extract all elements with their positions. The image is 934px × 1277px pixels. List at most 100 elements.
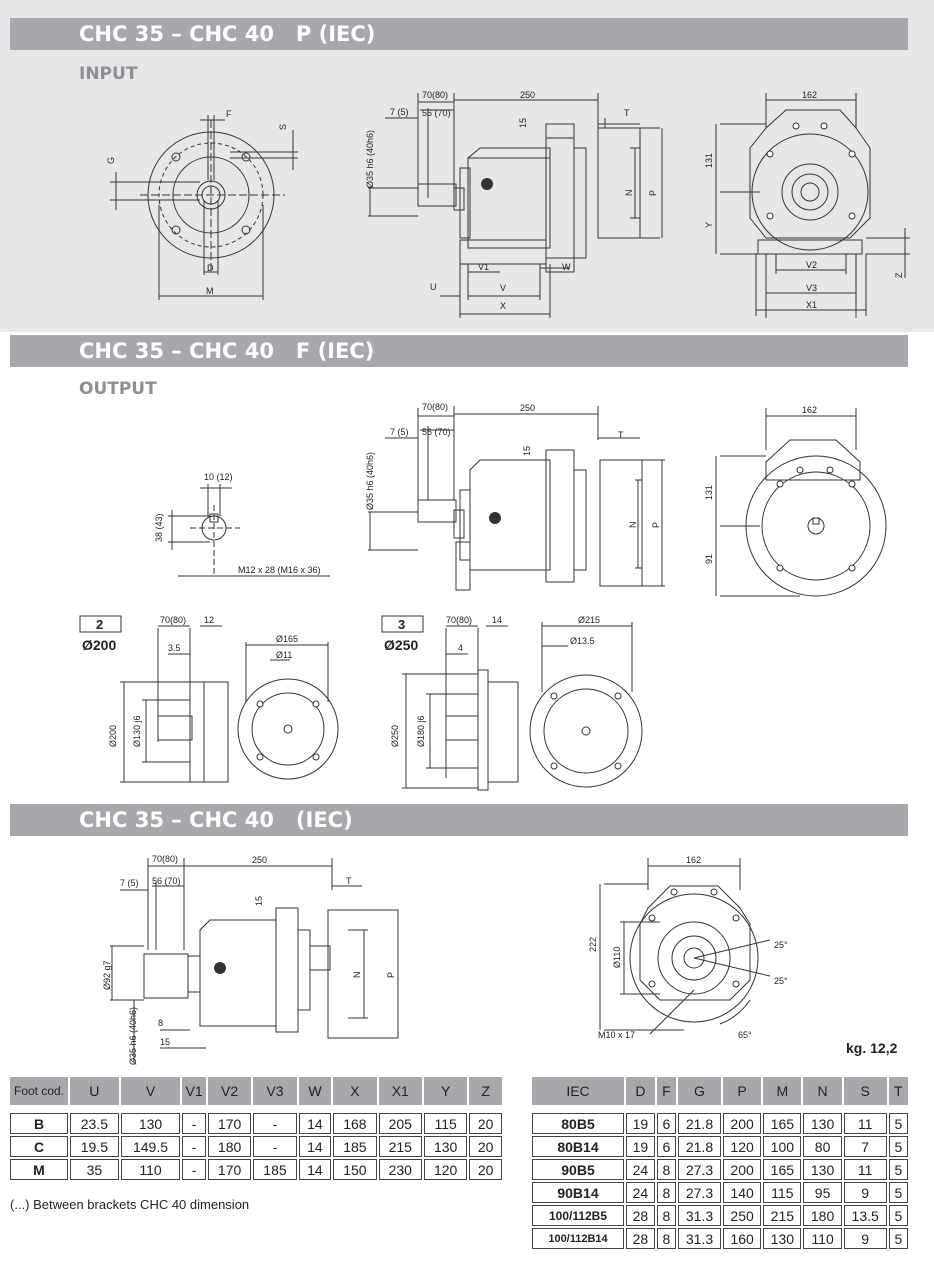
- table-cell: 23.5: [70, 1113, 119, 1134]
- dim-t: T: [618, 430, 624, 440]
- table-cell: 80B5: [532, 1113, 624, 1134]
- dim-s: S: [278, 124, 288, 130]
- dim-u: U: [430, 282, 437, 292]
- table-header-row: Foot cod. U V V1 V2 V3 W X X1 Y Z: [10, 1077, 502, 1105]
- dim-v: V: [500, 283, 506, 293]
- table-cell: -: [182, 1159, 206, 1180]
- table-cell: 27.3: [678, 1159, 721, 1180]
- section-title: CHC 35 – CHC 40 P (IEC): [79, 22, 376, 46]
- table-row: 100/112B5 28 8 31.3 250 215 180 13.5 5: [532, 1205, 908, 1226]
- table-cell: 35: [70, 1159, 119, 1180]
- table-cell: 5: [888, 1228, 908, 1249]
- table-cell: 130: [423, 1136, 468, 1157]
- angle-65: 65°: [738, 1030, 752, 1040]
- table-row: 80B5 19 6 21.8 200 165 130 11 5: [532, 1113, 908, 1134]
- table-cell: 9: [843, 1182, 887, 1203]
- dim-f: F: [226, 109, 232, 119]
- table-cell: 5: [888, 1159, 908, 1180]
- dim-7-5: 7 (5): [390, 107, 409, 117]
- dim-3-5: 3.5: [168, 643, 181, 653]
- input-front-drawing: 162 131 Y V2 V3 X1 Z: [704, 90, 910, 318]
- table-cell: -: [253, 1113, 297, 1134]
- col-header: Z: [469, 1077, 502, 1105]
- table-cell: 140: [722, 1182, 762, 1203]
- option-diameter: Ø250: [384, 637, 418, 653]
- dim-35h6b: Ø35 h6 (40h6): [128, 1007, 138, 1065]
- weight-label: kg. 12,2: [846, 1040, 898, 1056]
- table-cell: 110: [803, 1228, 842, 1249]
- table-cell: 250: [722, 1205, 762, 1226]
- table-cell: -: [182, 1136, 206, 1157]
- table-cell: 115: [423, 1113, 468, 1134]
- iec-side-drawing: 250 70(80) 7 (5) 56 (70) 15 T N P Ø92 g7…: [102, 854, 399, 1065]
- col-header: D: [626, 1077, 655, 1105]
- dim-x1: X1: [806, 300, 817, 310]
- table-cell: 8: [656, 1205, 676, 1226]
- table-cell: 11: [843, 1159, 887, 1180]
- output-front-drawing: 162 131 91: [704, 405, 887, 597]
- table-cell: 8: [656, 1182, 676, 1203]
- table-cell: 13.5: [843, 1205, 887, 1226]
- table-cell: 120: [722, 1136, 762, 1157]
- table-cell: 27.3: [678, 1182, 721, 1203]
- dim-n: N: [628, 522, 638, 529]
- input-subtitle: INPUT: [79, 64, 138, 84]
- option-number: 2: [96, 617, 103, 632]
- col-header: S: [843, 1077, 887, 1105]
- table-cell: 9: [843, 1228, 887, 1249]
- section-header-iec: CHC 35 – CHC 40 (IEC): [10, 804, 908, 836]
- angle-25-bottom: 25°: [774, 976, 788, 986]
- table-cell: 20: [469, 1113, 502, 1134]
- dim-12: 12: [204, 615, 214, 625]
- dim-7-5: 7 (5): [390, 427, 409, 437]
- table-cell: M: [10, 1159, 68, 1180]
- table-cell: -: [182, 1113, 206, 1134]
- table-row: M 35 110 - 170 185 14 150 230 120 20: [10, 1159, 502, 1180]
- table-cell: C: [10, 1136, 68, 1157]
- table-cell: 115: [763, 1182, 802, 1203]
- dim-n: N: [352, 972, 362, 979]
- input-side-drawing: 250 70(80) 7 (5) 56 (70) 15 T N P Ø35 h6…: [365, 90, 663, 318]
- dim-m10: M10 x 17: [598, 1030, 635, 1040]
- dim-m12: M12 x 28 (M16 x 36): [238, 565, 321, 575]
- dim-o165: Ø165: [276, 634, 298, 644]
- dim-162: 162: [802, 405, 817, 415]
- dim-15: 15: [522, 446, 532, 456]
- col-header: X: [333, 1077, 377, 1105]
- dim-56-70: 56 (70): [152, 876, 181, 886]
- table-cell: 130: [120, 1113, 181, 1134]
- table-cell: 100: [763, 1136, 802, 1157]
- col-header: Y: [423, 1077, 468, 1105]
- table-cell: 110: [120, 1159, 181, 1180]
- col-header: X1: [378, 1077, 422, 1105]
- dim-14: 14: [492, 615, 502, 625]
- table-cell: 28: [626, 1205, 655, 1226]
- dim-7-5: 7 (5): [120, 878, 139, 888]
- dim-o200: Ø200: [108, 725, 118, 747]
- option-number: 3: [398, 617, 405, 632]
- dim-p: P: [386, 972, 396, 978]
- dim-35h6: Ø35 h6 (40h6): [365, 130, 375, 188]
- table-row: 80B14 19 6 21.8 120 100 80 7 5: [532, 1136, 908, 1157]
- table-cell: 19: [626, 1113, 655, 1134]
- dim-8: 8: [158, 1018, 163, 1028]
- table-header-row: IEC D F G P M N S T: [532, 1077, 908, 1105]
- dim-38-43: 38 (43): [154, 513, 164, 542]
- col-header: V: [120, 1077, 181, 1105]
- table-cell: 205: [378, 1113, 422, 1134]
- iec-dimension-table: IEC D F G P M N S T 80B5 19 6 21.8 200 1…: [530, 1075, 910, 1251]
- option-diameter: Ø200: [82, 637, 116, 653]
- table-cell: 170: [207, 1159, 252, 1180]
- angle-25-top: 25°: [774, 940, 788, 950]
- table-cell: 31.3: [678, 1205, 721, 1226]
- dim-70-80: 70(80): [422, 402, 448, 412]
- dim-15b: 15: [160, 1037, 170, 1047]
- input-panel: [0, 0, 934, 332]
- col-header: V1: [182, 1077, 206, 1105]
- dim-o110: Ø110: [612, 947, 622, 968]
- dim-15: 15: [518, 118, 528, 128]
- table-cell: 130: [803, 1113, 842, 1134]
- table-cell: 8: [656, 1228, 676, 1249]
- table-cell: 180: [803, 1205, 842, 1226]
- dim-70-80: 70(80): [422, 90, 448, 100]
